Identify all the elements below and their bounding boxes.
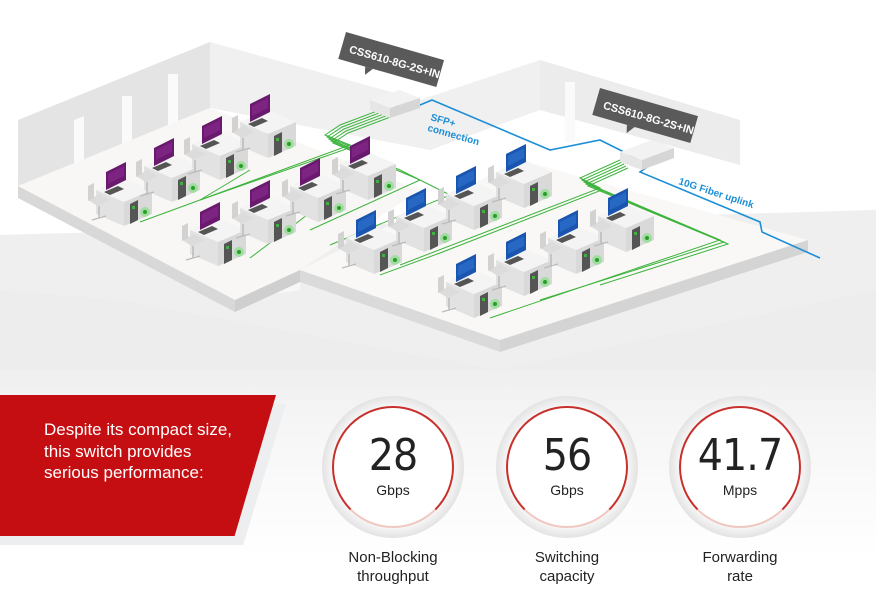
switch-device-1 <box>370 90 420 118</box>
banner-text: Despite its compact size, this switch pr… <box>44 420 233 482</box>
switch-device-2 <box>620 140 674 170</box>
stat-caption: Non-Blocking throughput <box>302 548 484 586</box>
stat-unit: Mpps <box>722 482 758 498</box>
stat-caption-line1: Switching <box>534 549 600 566</box>
network-diagram: CSS610-8G-2S+IN CSS610-8G-2S+IN SFP+ con… <box>0 32 876 390</box>
fiber-uplink-label: 10G Fiber uplink <box>677 176 755 211</box>
stat-caption-line1: Non-Blocking <box>348 549 438 566</box>
performance-banner <box>0 395 276 536</box>
stat-caption-line1: Forwarding <box>702 549 778 566</box>
stat-caption: Forwarding rate <box>649 548 831 586</box>
stat-unit: Gbps <box>376 482 410 498</box>
stat-unit: Gbps <box>550 482 584 498</box>
stat-value: 56 <box>542 430 592 481</box>
stat-ring-inner <box>506 406 628 528</box>
left-room-back-wall <box>18 42 210 186</box>
stat-value: 28 <box>368 430 418 481</box>
stat-caption-line2: capacity <box>539 568 595 585</box>
stat-ring-inner <box>679 406 801 528</box>
stat-value: 41.7 <box>697 430 783 481</box>
stat-caption-line2: throughput <box>357 568 429 585</box>
stat-caption-line2: rate <box>727 568 753 585</box>
stat-ring-inner <box>332 406 454 528</box>
stat-caption: Switching capacity <box>476 548 658 586</box>
